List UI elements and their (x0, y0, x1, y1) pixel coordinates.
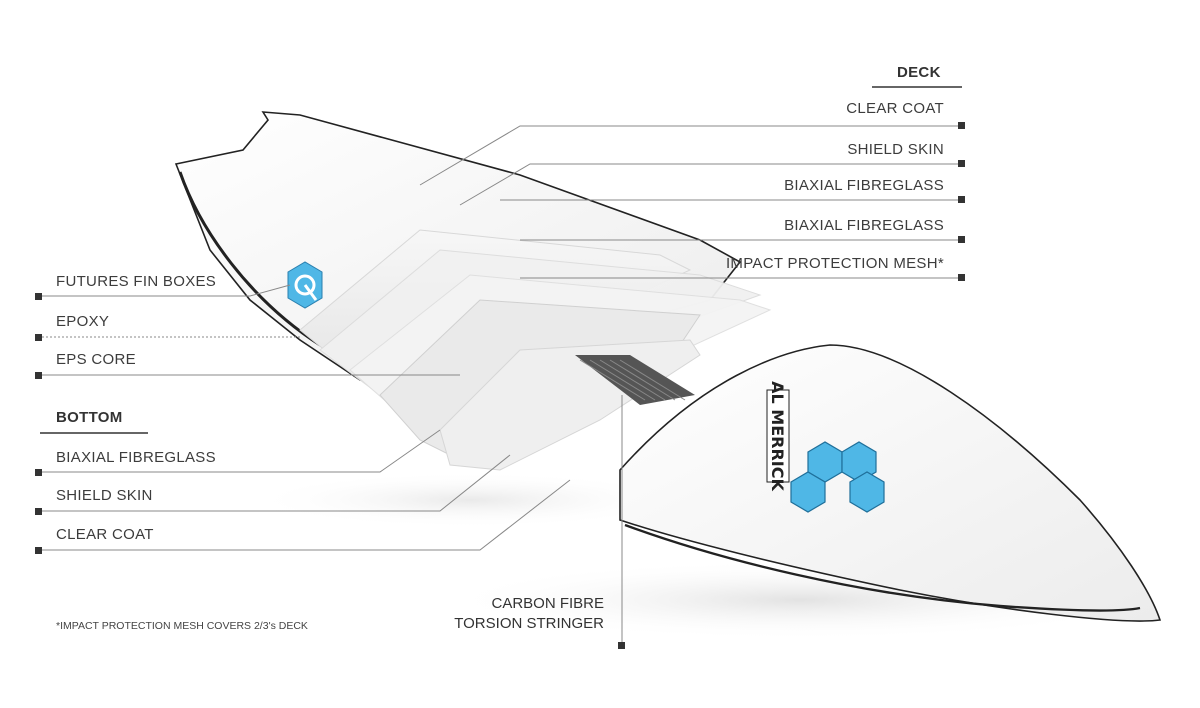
bottom-heading: BOTTOM (56, 409, 123, 426)
fin-boxes-label: FUTURES FIN BOXES (56, 273, 216, 291)
eps-core-label: EPS CORE (56, 351, 136, 369)
bottom-layer-label: CLEAR COAT (56, 526, 154, 544)
deck-layer-label: CLEAR COAT (846, 100, 944, 118)
epoxy-label: EPOXY (56, 313, 109, 331)
deck-layer-label: IMPACT PROTECTION MESH* (726, 255, 944, 273)
left-line-markers (35, 293, 42, 554)
deck-line-markers (958, 122, 965, 281)
brand-text: AL MERRICK (768, 381, 787, 491)
bottom-layer-label: BIAXIAL FIBREGLASS (56, 449, 216, 467)
footnote: *IMPACT PROTECTION MESH COVERS 2/3's DEC… (56, 620, 308, 632)
stringer-line2: TORSION STRINGER (454, 614, 604, 634)
stringer-marker (618, 642, 625, 649)
deck-layer-label: BIAXIAL FIBREGLASS (784, 217, 944, 235)
deck-heading: DECK (897, 64, 941, 81)
bottom-layer-label: SHIELD SKIN (56, 487, 153, 505)
deck-layer-label: SHIELD SKIN (847, 141, 944, 159)
futures-logo-icon (288, 262, 322, 308)
stringer-label: CARBON FIBRE TORSION STRINGER (454, 594, 604, 634)
stringer-line1: CARBON FIBRE (454, 594, 604, 614)
al-merrick-logo: AL MERRICK (767, 381, 789, 491)
deck-layer-label: BIAXIAL FIBREGLASS (784, 177, 944, 195)
